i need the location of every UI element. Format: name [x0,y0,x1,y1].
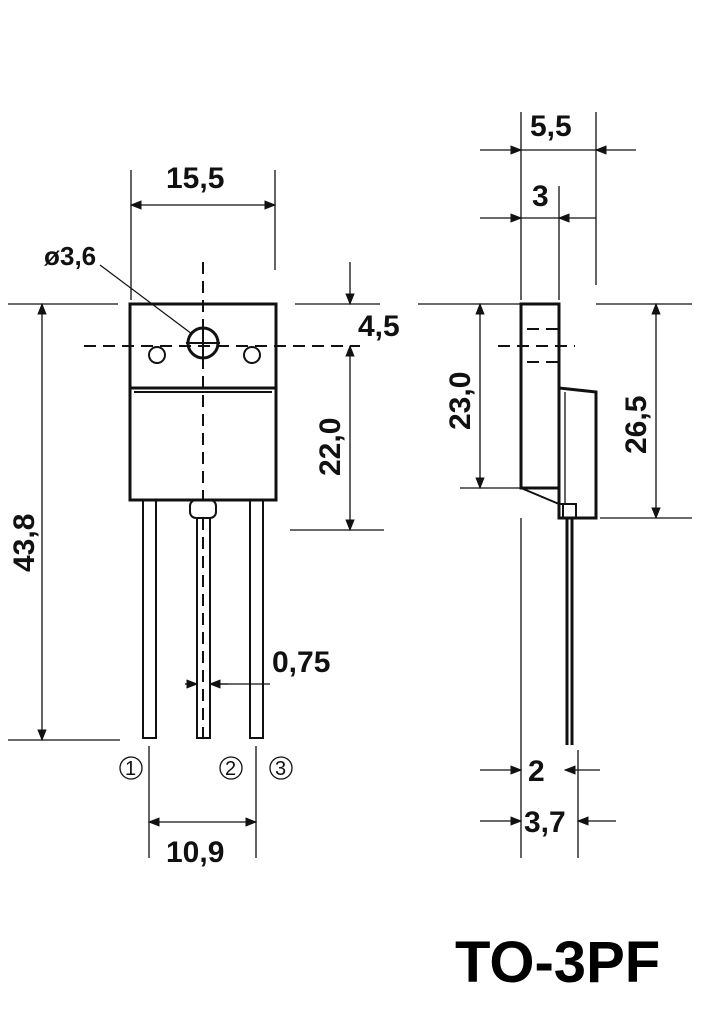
right-small-hole [243,346,261,364]
lead-2 [189,499,217,739]
package-title: TO-3PF [455,930,660,995]
lead-3 [249,499,264,739]
lead-1 [142,499,157,739]
dim-side-lead-span: 3,7 [524,806,566,839]
dim-side-body-height: 26,5 [620,396,653,454]
dim-flange-depth: 3 [532,180,549,213]
dim-lead-span: 10,9 [166,836,224,869]
dim-total-height: 43,8 [8,514,41,572]
dim-hole-diameter: 3,6 [60,241,96,271]
dim-hole-offset: 4,5 [358,310,400,343]
dim-tab-height: 23,0 [444,372,477,430]
dim-hole-diameter-symbol: ø [44,241,60,271]
dim-lead-width: 0,75 [272,646,330,679]
side-tab [519,302,561,490]
side-view: 5,5 3 23,0 26,5 2 3,7 [418,110,692,858]
front-view: 15,5 ø 3,6 4,5 22,0 43,8 0,75 10,9 1 [8,162,400,869]
pin-2-label: 2 [219,756,243,780]
pin-1-label: 1 [119,756,143,780]
svg-text:2: 2 [225,758,236,780]
side-lead [562,503,577,519]
pin-3-label: 3 [269,756,293,780]
svg-text:3: 3 [275,758,286,780]
svg-text:1: 1 [125,758,136,780]
dim-width: 15,5 [166,162,224,195]
dim-body-height: 22,0 [314,418,347,476]
side-body [557,386,598,520]
dim-lead-offset: 2 [528,755,545,788]
left-small-hole [148,346,166,364]
dim-side-depth: 5,5 [530,110,572,143]
